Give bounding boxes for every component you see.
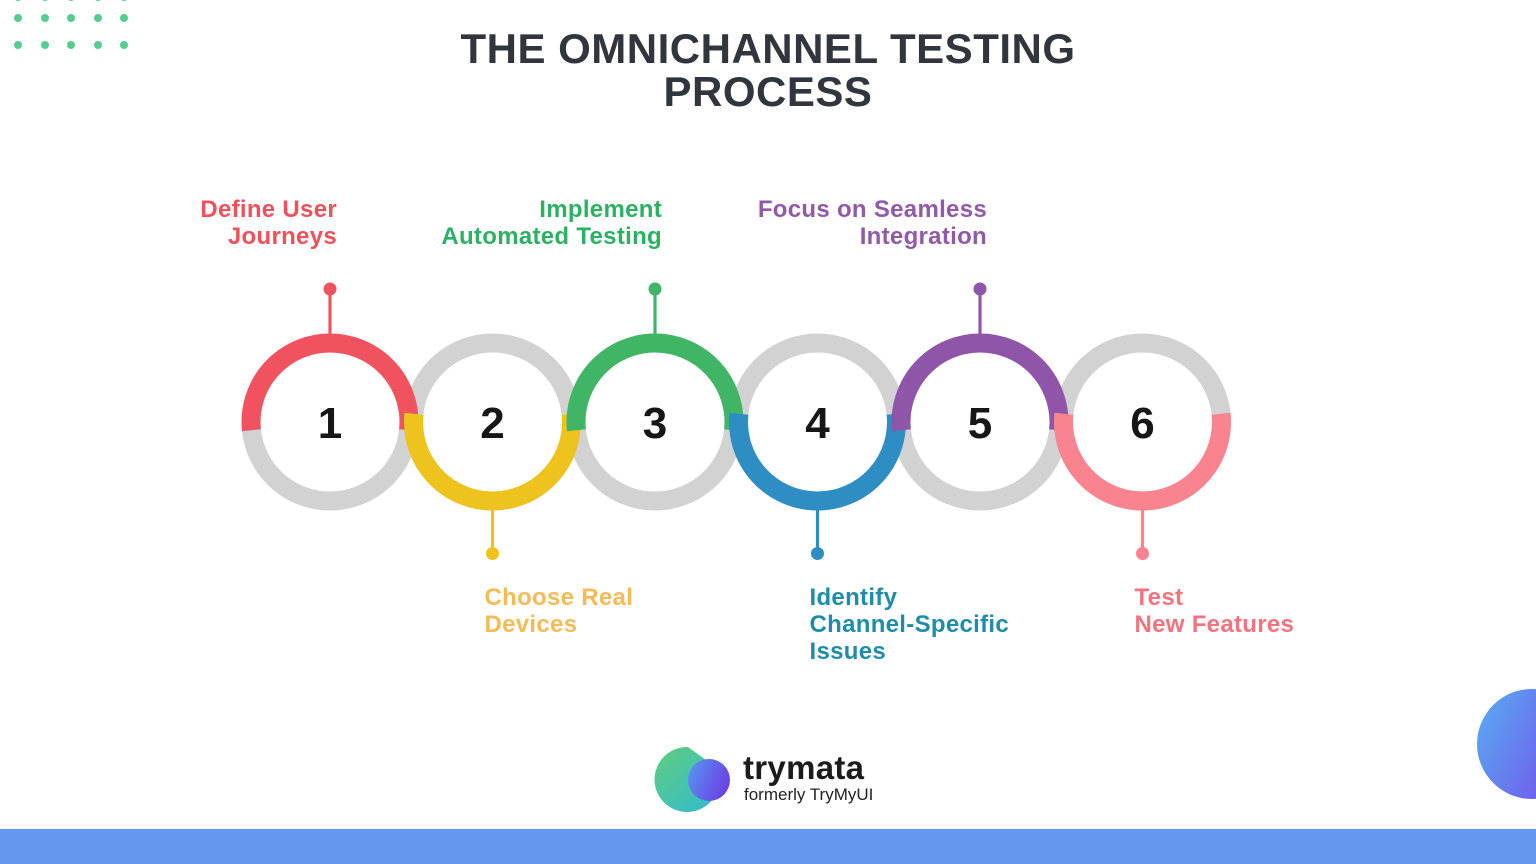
step-connector-dot [811, 547, 824, 560]
pattern-dot [14, 14, 22, 22]
step-connector-dot [973, 282, 987, 296]
pattern-dot [93, 14, 102, 22]
pattern-dot [120, 14, 128, 22]
step-label-5: Focus on Seamless Integration [757, 196, 987, 250]
bottom-bar [0, 829, 1536, 864]
process-diagram: 1 2 3 4 5 6 [241, 282, 1231, 560]
dots-pattern [0, 0, 140, 60]
pattern-dot [14, 41, 22, 49]
step-arc [729, 412, 906, 511]
step-label-1: Define User Journeys [200, 196, 337, 250]
step-label-6: Test New Features [1134, 584, 1295, 638]
step-label-3: Implement Automated Testing [441, 196, 662, 250]
pattern-dot [14, 0, 22, 1]
pattern-dot [40, 41, 49, 49]
step-connector-dot [1136, 547, 1149, 560]
pattern-dot [40, 0, 49, 1]
step-arc [241, 333, 419, 432]
step-label-4: Identify Channel-Specific Issues [809, 584, 1010, 665]
pattern-dot [120, 41, 128, 49]
step-label-2: Choose Real Devices [484, 584, 634, 638]
step-connector-dot [486, 547, 499, 560]
step-arc [891, 333, 1069, 432]
step-number: 3 [643, 399, 667, 448]
brand-name: trymata [743, 749, 865, 786]
trymata-logo-icon [654, 744, 736, 812]
pattern-dot [67, 41, 75, 49]
pattern-dot [40, 14, 49, 22]
pattern-dot [93, 41, 102, 49]
page-title: THE OMNICHANNEL TESTING PROCESS [460, 25, 1076, 115]
step-number: 5 [968, 399, 992, 448]
pattern-dot [67, 0, 75, 1]
pattern-dot [67, 14, 75, 22]
step-number: 2 [480, 399, 504, 448]
step-arc [566, 333, 744, 432]
pattern-dot [93, 0, 102, 1]
step-connector-dot [323, 282, 337, 296]
step-connector-dot [648, 282, 662, 296]
step-number: 1 [318, 399, 342, 448]
step-arc [1054, 412, 1231, 511]
pattern-dot [120, 0, 128, 1]
step-number: 6 [1130, 399, 1154, 448]
step-number: 4 [805, 399, 830, 448]
brand-tagline: formerly TryMyUI [744, 785, 874, 804]
logo-orb-shape [688, 759, 730, 801]
step-arc [404, 412, 581, 511]
